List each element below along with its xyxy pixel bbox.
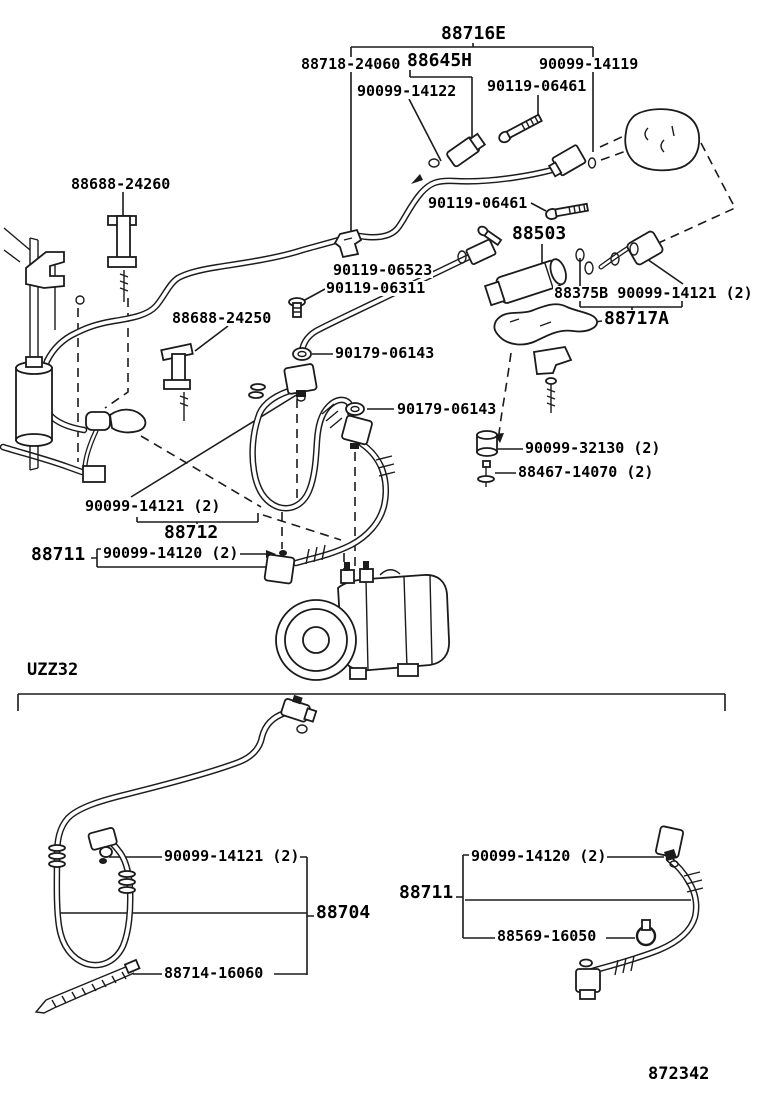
condenser-assembly: [3, 227, 85, 471]
cushion-90099-32130: [476, 430, 498, 457]
part-label-88569-16050: 88569-16050: [496, 927, 598, 945]
o-ring-90099-14119: [587, 157, 597, 169]
part-label-90099-32130: 90099-32130 (2): [524, 439, 662, 457]
discharge-hose-lower-fitting: [263, 550, 296, 585]
uzz32-suction-top-fitting: [280, 694, 318, 734]
uzz32-discharge-hose: [585, 855, 700, 976]
part-label-88714-16060: 88714-16060: [163, 964, 265, 982]
screw-88467-14070: [477, 460, 495, 487]
part-label-90119-06523: 90119-06523: [332, 261, 434, 279]
part-label-88716e: 88716E: [440, 23, 508, 44]
part-label-90099-14121-a: 90099-14121 (2): [84, 497, 222, 515]
part-label-88704: 88704: [315, 902, 372, 923]
uzz32-discharge-end-fitting: [575, 958, 601, 1000]
part-label-88375b-90099-14121: 88375B 90099-14121 (2): [553, 284, 754, 302]
bolt-90119-06461-lower: [545, 202, 590, 220]
part-label-88467-14070: 88467-14070 (2): [517, 463, 655, 481]
pressure-switch-88645h: [446, 132, 487, 168]
part-label-90099-14120-a: 90099-14120 (2): [102, 544, 240, 562]
firewall-connector: [624, 108, 701, 172]
bracket-88688-24250: [160, 342, 194, 421]
suction-tube: [297, 244, 633, 361]
union-fitting: [457, 239, 497, 265]
uzz32-suction-end-fitting: [87, 827, 118, 864]
discharge-hose-upper-fitting: [341, 414, 373, 449]
part-label-88645h: 88645H: [406, 50, 474, 71]
part-label-88688-24260: 88688-24260: [70, 175, 172, 193]
part-label-90179-06143-b: 90179-06143: [396, 400, 498, 418]
uzz32-discharge-top-fitting: [655, 825, 685, 868]
receiver-drier-88503: [483, 258, 567, 307]
part-label-90119-06311: 90119-06311: [325, 279, 427, 297]
nut-90179-06143-upper: [292, 347, 312, 361]
tube-end-fitting: [547, 144, 587, 178]
part-label-88688-24250: 88688-24250: [171, 309, 273, 327]
part-label-88711-b: 88711: [398, 882, 455, 903]
switch-washer: [428, 158, 440, 168]
suction-hose-upper-fitting: [283, 363, 318, 402]
part-label-90119-06461-a: 90119-06461: [486, 77, 588, 95]
suction-hose-loop: [249, 387, 356, 512]
bolt-90119-06461-upper: [498, 113, 543, 144]
discharge-hose: [292, 440, 389, 567]
clamp-88569-16050: [635, 919, 657, 947]
liquid-tube: [39, 158, 580, 377]
part-label-90119-06461-b: 90119-06461: [427, 194, 529, 212]
variant-label-uzz32: UZZ32: [26, 660, 80, 680]
part-label-88718-24060: 88718-24060: [300, 55, 402, 73]
nut-90179-06143-lower: [345, 402, 365, 416]
part-label-88711-a: 88711: [30, 544, 87, 565]
bracket-88688-24260: [107, 215, 137, 302]
o-ring-88375b: [575, 248, 585, 262]
part-label-88503: 88503: [511, 223, 568, 244]
bracket-88717a: [493, 303, 598, 413]
pipe-clamp-88718: [333, 228, 363, 259]
bolt-90119-06523: [477, 225, 503, 247]
part-label-90099-14121-b: 90099-14121 (2): [163, 847, 301, 865]
protector-88714-16060: [34, 958, 141, 1014]
compressor: [275, 561, 450, 681]
part-label-88712: 88712: [163, 522, 220, 543]
elbow-fitting-88717: [575, 230, 664, 275]
part-label-90099-14119: 90099-14119: [538, 55, 640, 73]
part-label-88717a: 88717A: [603, 308, 671, 329]
pipe-clamp-left: [82, 408, 147, 483]
drawing-number: 872342: [647, 1064, 711, 1084]
o-ring-90099-14121: [629, 242, 639, 256]
hose-couplings: [48, 383, 704, 976]
part-label-90099-14122: 90099-14122: [356, 82, 458, 100]
bolt-90119-06311: [288, 297, 306, 318]
part-label-90099-14120-b: 90099-14120 (2): [470, 847, 608, 865]
part-label-90179-06143-a: 90179-06143: [334, 344, 436, 362]
